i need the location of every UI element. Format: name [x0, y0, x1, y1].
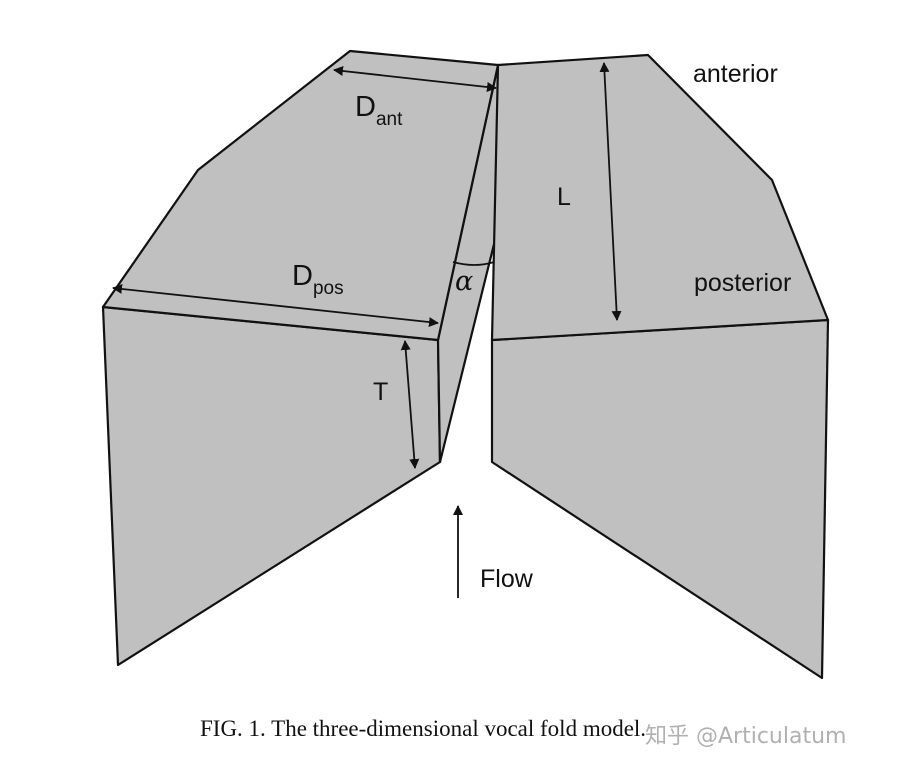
- figure-caption: FIG. 1. The three-dimensional vocal fold…: [200, 716, 647, 741]
- l-label: L: [557, 183, 571, 211]
- right-vocal-fold: [490, 53, 830, 680]
- left-fold-upper-face: [101, 49, 500, 342]
- right-fold-lower-face: [490, 318, 830, 680]
- t-arrow: [400, 340, 420, 469]
- l-arrow: [599, 62, 622, 321]
- d-pos-arrow: [112, 283, 439, 328]
- posterior-label: posterior: [694, 269, 791, 297]
- d-ant-arrow: [333, 66, 497, 92]
- d-ant-label: Dant: [355, 91, 403, 130]
- alpha-angle-arc: [452, 261, 495, 266]
- right-fold-upper-face: [490, 53, 830, 342]
- alpha-label: α: [455, 266, 473, 297]
- anterior-label: anterior: [693, 60, 778, 88]
- watermark: 知乎 @Articulatum: [645, 724, 847, 749]
- d-pos-label: Dpos: [292, 260, 344, 299]
- left-vocal-fold: [101, 49, 500, 667]
- flow-label: Flow: [480, 565, 534, 593]
- t-label: T: [373, 378, 388, 406]
- left-fold-lower-face: [101, 305, 442, 667]
